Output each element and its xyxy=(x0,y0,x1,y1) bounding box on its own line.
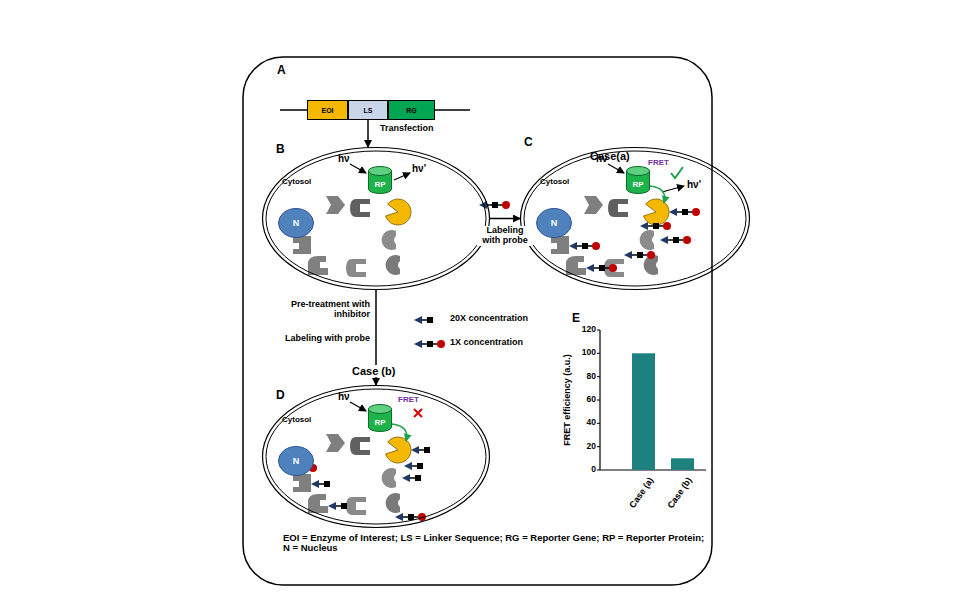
reporter-protein: RP xyxy=(368,404,392,432)
panel-letter: B xyxy=(276,143,285,156)
reporter-protein: RP xyxy=(626,166,650,194)
node-text: LS xyxy=(364,107,373,114)
connector-arrow xyxy=(490,218,520,220)
node-text: Cytosol xyxy=(282,415,311,424)
case-label: Case (b) xyxy=(350,365,397,377)
gene-segment: LS xyxy=(348,100,388,120)
tick-label: 60 xyxy=(587,395,596,404)
concentration-label: 1X concentration xyxy=(450,338,523,348)
node-text: RP xyxy=(374,418,385,427)
tick-label: 40 xyxy=(587,419,596,428)
category-label: Case (a) xyxy=(628,476,656,510)
edge-label: Pre-treatment with inhibitor xyxy=(275,300,370,320)
edge-label: Labeling with probe xyxy=(477,226,533,246)
edge-label: Transfection xyxy=(380,124,434,134)
node-text: EOI xyxy=(321,107,333,114)
tick-label: 80 xyxy=(587,372,596,381)
nucleus: N xyxy=(278,446,314,476)
panel-letter: A xyxy=(277,64,286,77)
node-text: Cytosol xyxy=(540,177,569,186)
connector-arrow xyxy=(367,120,369,147)
step-label: Labeling with probe xyxy=(275,334,370,344)
concentration-label: 20X concentration xyxy=(450,314,528,324)
node-text: Cytosol xyxy=(282,177,311,186)
panel-letter: D xyxy=(276,389,285,402)
node-text: RP xyxy=(374,180,385,189)
panel-letter: E xyxy=(572,312,580,325)
light-label: hν' xyxy=(412,163,426,174)
footnote: EOI = Enzyme of Interest; LS = Linker Se… xyxy=(283,533,713,554)
tick-label: 100 xyxy=(582,349,596,358)
cell: CytosolN RP xyxy=(262,147,490,290)
light-label: hν xyxy=(596,153,608,164)
gene-segment: RG xyxy=(388,100,435,120)
fret-label: FRET xyxy=(648,159,669,168)
fret-label: FRET xyxy=(398,396,419,405)
axis-title: FRET efficiency (a.u.) xyxy=(563,354,573,446)
tick-label: 0 xyxy=(591,465,596,474)
node-text: RP xyxy=(632,180,643,189)
case-label: Case(a) xyxy=(590,150,630,162)
node-text: N xyxy=(293,218,300,228)
cell: CytosolN RP xyxy=(262,385,490,528)
node-text: N xyxy=(551,218,558,228)
cell: CytosolN RP xyxy=(520,147,750,290)
tick-label: 120 xyxy=(582,325,596,334)
panel-letter: C xyxy=(524,136,533,149)
light-label: hν xyxy=(338,153,350,164)
nucleus: N xyxy=(536,208,572,238)
light-label: hν' xyxy=(687,179,701,190)
node-text: RG xyxy=(406,107,417,114)
node-text: N xyxy=(293,456,300,466)
reporter-protein: RP xyxy=(368,166,392,194)
gene-segment: EOI xyxy=(307,100,348,120)
nucleus: N xyxy=(278,208,314,238)
tick-label: 20 xyxy=(587,442,596,451)
light-label: hν xyxy=(338,391,350,402)
category-label: Case (b) xyxy=(667,476,695,511)
